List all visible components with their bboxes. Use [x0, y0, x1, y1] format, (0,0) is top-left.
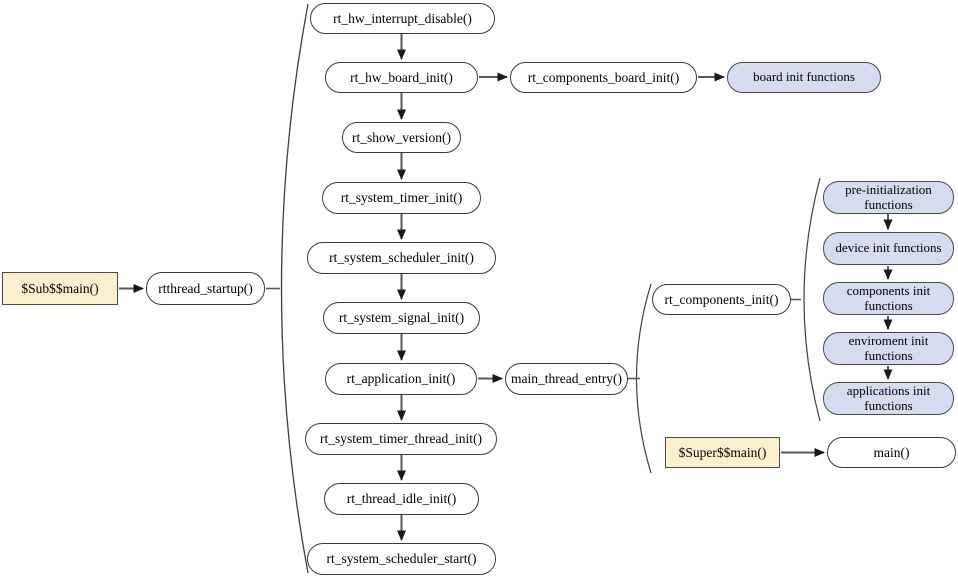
node-rt-system-scheduler-init: rt_system_scheduler_init()	[307, 242, 496, 274]
node-rt-system-timer-thread-init: rt_system_timer_thread_init()	[305, 423, 497, 455]
node-rt-system-timer-init: rt_system_timer_init()	[322, 182, 481, 214]
node-applications-init-functions: applications init functions	[823, 382, 954, 415]
node-main: main()	[827, 437, 956, 468]
node-rtthread-startup: rtthread_startup()	[146, 272, 265, 305]
bracket-rtthread-startup	[280, 3, 309, 574]
node-rt-components-init: rt_components_init()	[652, 284, 791, 315]
node-rt-components-board-init: rt_components_board_init()	[510, 62, 697, 93]
node-board-init-functions: board init functions	[727, 62, 881, 93]
node-rt-application-init: rt_application_init()	[325, 363, 477, 395]
node-rt-hw-interrupt-disable: rt_hw_interrupt_disable()	[310, 3, 495, 34]
node-rt-hw-board-init: rt_hw_board_init()	[325, 62, 478, 93]
node-sub-main: $Sub$$main()	[2, 272, 118, 305]
node-components-init-functions: components init functions	[823, 282, 954, 315]
node-rt-thread-idle-init: rt_thread_idle_init()	[324, 483, 479, 515]
bracket-rt-components-init	[803, 177, 821, 422]
node-device-init-functions: device init functions	[823, 232, 954, 265]
node-enviroment-init-functions: enviroment init functions	[823, 332, 954, 365]
node-rt-system-signal-init: rt_system_signal_init()	[323, 302, 480, 334]
node-pre-initialization-functions: pre-initialization functions	[823, 181, 954, 214]
node-super-main: $Super$$main()	[665, 437, 780, 468]
node-rt-show-version: rt_show_version()	[342, 122, 461, 153]
node-main-thread-entry: main_thread_entry()	[505, 363, 628, 395]
node-rt-system-scheduler-start: rt_system_scheduler_start()	[307, 543, 496, 575]
